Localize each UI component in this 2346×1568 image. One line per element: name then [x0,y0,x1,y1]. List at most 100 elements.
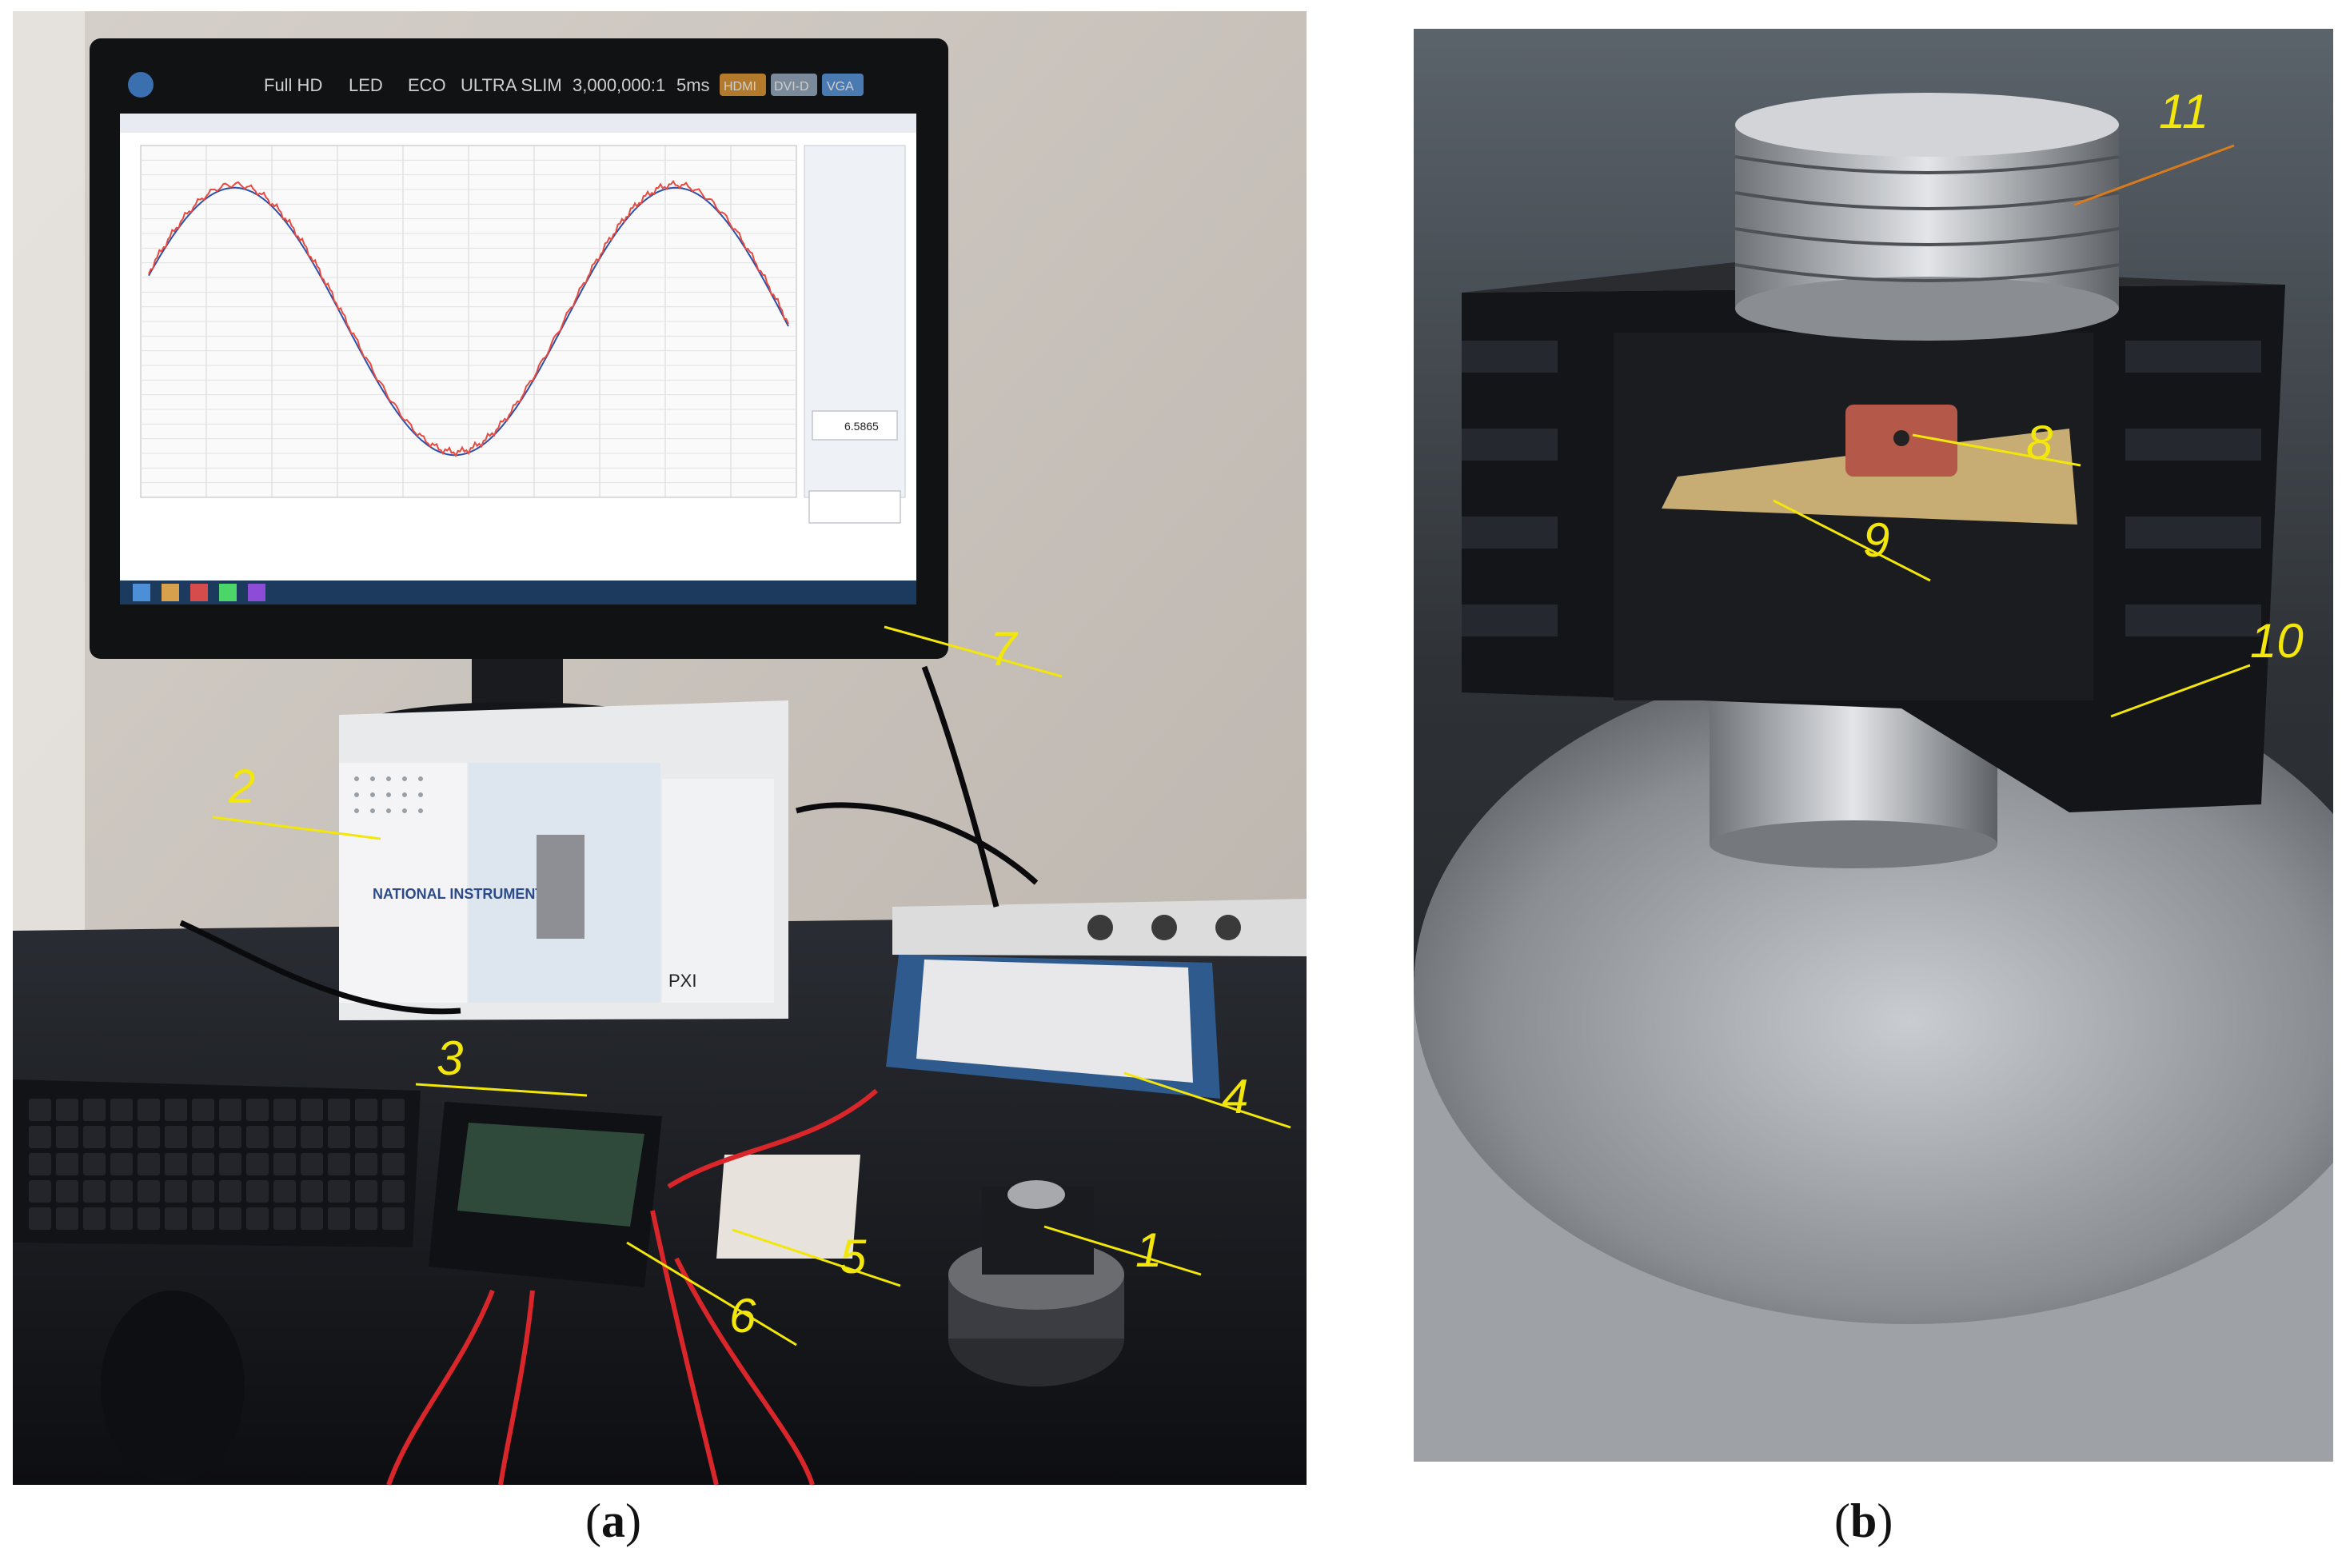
keyboard-key [192,1099,214,1121]
keyboard-key [56,1126,78,1148]
label-1: 1 [1135,1223,1162,1277]
keyboard-key [192,1153,214,1175]
keyboard-key [165,1099,187,1121]
keyboard-key [138,1153,160,1175]
keyboard-key [219,1207,241,1230]
label-4: 4 [1222,1070,1248,1123]
keyboard-key [219,1126,241,1148]
chassis-brand: NATIONAL INSTRUMENTS [373,886,553,902]
keyboard-key [301,1099,323,1121]
keyboard-key [192,1180,214,1203]
keyboard-key [83,1099,106,1121]
keyboard-key [192,1207,214,1230]
keyboard-key [301,1207,323,1230]
keyboard-key [83,1180,106,1203]
keyboard-key [29,1180,51,1203]
keyboard-key [56,1153,78,1175]
label-2: 2 [228,760,255,813]
keyboard-key [382,1153,405,1175]
brand-strip-ultraslim: ULTRA SLIM [461,75,562,95]
keyboard-key [382,1207,405,1230]
keyboard-key [29,1126,51,1148]
keyboard-key [138,1126,160,1148]
pxi-chassis: NATIONAL INSTRUMENTS PXI [339,700,788,1020]
caption-b: (b) [1834,1494,1893,1547]
label-5: 5 [840,1230,867,1283]
keyboard-key [165,1153,187,1175]
label-7: 7 [990,622,1019,676]
leader-lines [212,625,1291,1347]
keyboard-key [83,1126,106,1148]
lab-setup-photo: Full HD LED ECO ULTRA SLIM 3,000,000:1 5… [13,11,1307,1485]
keyboard-key [219,1099,241,1121]
keyboard-key [192,1126,214,1148]
keyboard-key [165,1180,187,1203]
keyboard-key [328,1126,350,1148]
keyboard-key [110,1099,133,1121]
keyboard-key [165,1207,187,1230]
keyboard-key [138,1180,160,1203]
keyboard-key [273,1180,296,1203]
keyboard-key [110,1207,133,1230]
keyboard-key [246,1180,269,1203]
keyboard-key [110,1180,133,1203]
keyboard-key [328,1207,350,1230]
keyboard-key [219,1153,241,1175]
power-strip [892,899,1307,956]
taskbar-icons [133,584,265,601]
keyboard-key [29,1207,51,1230]
keyboard-key [246,1099,269,1121]
keyboard-key [382,1180,405,1203]
keyboard-key [355,1099,377,1121]
keyboard-key [56,1099,78,1121]
keyboard-key [138,1207,160,1230]
label-10: 10 [2250,614,2304,668]
keyboard-key [56,1207,78,1230]
keyboard-key [138,1099,160,1121]
brand-strip-led: LED [349,75,383,95]
brand-strip-hdmi: HDMI [724,80,756,94]
keyboard-key [382,1126,405,1148]
keyboard-key [83,1153,106,1175]
keyboard-key [246,1207,269,1230]
red-cables [386,1088,878,1485]
brand-strip-contrast: 3,000,000:1 [573,75,665,95]
brand-strip-vga: VGA [827,80,854,94]
keyboard-key [328,1099,350,1121]
label-9: 9 [1863,513,1889,567]
keyboard-key [273,1153,296,1175]
keyboard-key [328,1153,350,1175]
keyboard-key [273,1099,296,1121]
brand-strip-fullhd: Full HD [264,75,322,95]
keyboard-key [110,1153,133,1175]
keyboard-key [165,1126,187,1148]
brand-strip-response: 5ms [676,75,710,95]
brand-strip-eco: ECO [408,75,446,95]
plot-series-red [148,179,789,458]
keyboard-key [273,1126,296,1148]
keyboard-key [301,1126,323,1148]
breadboard [886,955,1220,1099]
keyboard-key [110,1126,133,1148]
keyboard-key [273,1207,296,1230]
keyboard-key [29,1153,51,1175]
monitor: Full HD LED ECO ULTRA SLIM 3,000,000:1 5… [90,38,948,760]
sensor-closeup-photo: 8 9 10 11 [1414,29,2333,1462]
keyboard-key [246,1126,269,1148]
keyboard-key [219,1180,241,1203]
sensor-assembly [948,1180,1124,1386]
keyboard-key [355,1153,377,1175]
plot-readout: 6.5865 [844,420,879,433]
label-6: 6 [729,1289,756,1343]
keyboard-key [83,1207,106,1230]
photo-panel-a: Full HD LED ECO ULTRA SLIM 3,000,000:1 5… [13,11,1307,1485]
keyboard-key [355,1126,377,1148]
taskbar [120,581,916,604]
label-11: 11 [2159,85,2208,138]
keyboard-key [301,1180,323,1203]
label-8: 8 [2026,416,2053,469]
keyboard-key [301,1153,323,1175]
keyboard-key [56,1180,78,1203]
photo-panel-b: 8 9 10 11 [1414,29,2333,1462]
label-3: 3 [437,1031,463,1085]
